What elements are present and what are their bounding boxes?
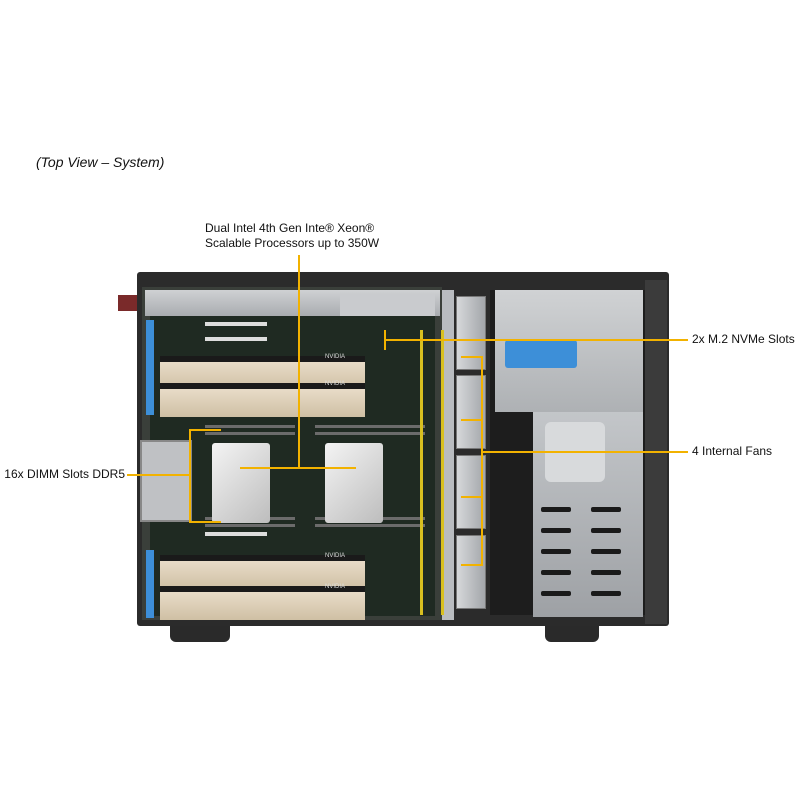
pcie-slot bbox=[205, 322, 267, 326]
vent-slot bbox=[541, 528, 571, 533]
vent-slot bbox=[591, 549, 621, 554]
vent-slot bbox=[541, 549, 571, 554]
dimm-module bbox=[315, 524, 425, 527]
chassis-foot-left bbox=[170, 624, 230, 642]
dimm-module bbox=[205, 524, 295, 527]
gpu-brand-logo: NVIDIA bbox=[325, 381, 346, 387]
fans-leader-line bbox=[461, 356, 482, 358]
fans-leader-line bbox=[481, 356, 483, 566]
drive-latch bbox=[505, 340, 577, 368]
dimm-module bbox=[315, 425, 425, 428]
m2-leader-line bbox=[385, 339, 688, 341]
cpu-callout-line1: Dual Intel 4th Gen Inte® Xeon® bbox=[205, 221, 375, 235]
cpu-callout-line2: Scalable Processors up to 350W bbox=[205, 236, 380, 250]
m2-callout-label: 2x M.2 NVMe Slots bbox=[692, 332, 795, 346]
gpu-brand-logo: NVIDIA bbox=[325, 584, 346, 590]
vent-slot bbox=[541, 507, 571, 512]
io-connectors bbox=[146, 550, 154, 618]
vent-slot bbox=[591, 570, 621, 575]
dimm-module bbox=[315, 432, 425, 435]
vent-slot bbox=[591, 507, 621, 512]
dimm-leader-line bbox=[127, 474, 190, 476]
gpu-card bbox=[160, 586, 365, 620]
fans-leader-line bbox=[481, 451, 688, 453]
rear-fan bbox=[140, 440, 192, 522]
pcie-slot bbox=[205, 337, 267, 341]
dimm-leader-line bbox=[189, 429, 221, 431]
m2-leader-line bbox=[384, 330, 386, 350]
gpu-brand-logo: NVIDIA bbox=[325, 553, 346, 559]
io-connectors bbox=[146, 320, 154, 415]
fans-leader-line bbox=[461, 564, 482, 566]
cpu-heatsink-2 bbox=[325, 443, 383, 523]
chassis-foot-right bbox=[545, 624, 599, 642]
dimm-module bbox=[205, 425, 295, 428]
dimm-callout-label: 16x DIMM Slots DDR5 bbox=[4, 467, 125, 481]
pcie-slot bbox=[205, 532, 267, 536]
dimm-module bbox=[205, 432, 295, 435]
cpu-heatsink-1 bbox=[212, 443, 270, 523]
fans-leader-line bbox=[461, 419, 482, 421]
gpu-card bbox=[160, 555, 365, 589]
vent-slot bbox=[541, 570, 571, 575]
center-rail bbox=[442, 290, 454, 620]
vent-slot bbox=[591, 528, 621, 533]
gpu-card bbox=[160, 383, 365, 417]
gpu-brand-logo: NVIDIA bbox=[325, 354, 346, 360]
psu-cage bbox=[533, 412, 643, 617]
dimm-leader-line bbox=[189, 521, 221, 523]
power-cables bbox=[420, 330, 444, 615]
view-title: (Top View – System) bbox=[36, 154, 165, 170]
fans-callout-label: 4 Internal Fans bbox=[692, 444, 773, 458]
fans-leader-line bbox=[461, 496, 482, 498]
vent-slot bbox=[591, 591, 621, 596]
dimm-leader-line bbox=[189, 429, 191, 523]
vent-slot bbox=[541, 591, 571, 596]
cpu-callout-label: Dual Intel 4th Gen Inte® Xeon® Scalable … bbox=[205, 221, 379, 251]
cpu-leader-line bbox=[298, 255, 300, 468]
cpu-leader-line bbox=[240, 467, 356, 469]
front-handle bbox=[118, 295, 138, 311]
